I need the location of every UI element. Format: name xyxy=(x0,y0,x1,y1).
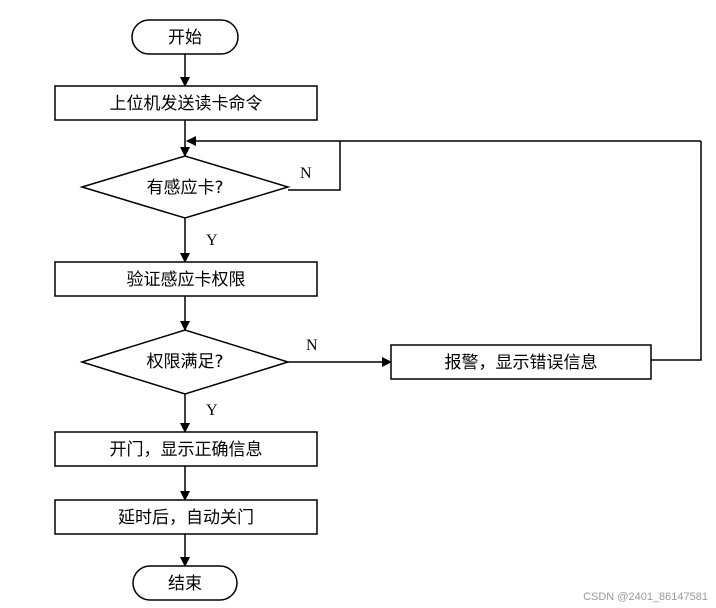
edge-has-card-no-loop xyxy=(288,141,341,191)
has-card-no-label: N xyxy=(300,165,312,182)
alarm-node: 报警，显示错误信息 xyxy=(390,344,652,380)
has-card-label: 有感应卡? xyxy=(146,178,223,198)
has-card-yes-label: Y xyxy=(206,232,218,249)
alarm-label: 报警，显示错误信息 xyxy=(445,353,598,373)
permission-label: 权限满足? xyxy=(146,352,223,372)
delay-close-node: 延时后，自动关门 xyxy=(54,499,318,535)
send-command-node: 上位机发送读卡命令 xyxy=(54,85,318,121)
verify-label: 验证感应卡权限 xyxy=(127,270,246,290)
watermark: CSDN @2401_86147581 xyxy=(583,591,708,603)
verify-node: 验证感应卡权限 xyxy=(54,261,318,297)
edge-alarm-loop xyxy=(651,141,702,361)
end-label: 结束 xyxy=(168,574,202,594)
permission-no-label: N xyxy=(306,337,318,354)
permission-yes-label: Y xyxy=(206,402,218,419)
open-door-node: 开门，显示正确信息 xyxy=(54,431,318,467)
send-command-label: 上位机发送读卡命令 xyxy=(110,94,263,114)
delay-close-label: 延时后，自动关门 xyxy=(118,508,254,528)
open-door-label: 开门，显示正确信息 xyxy=(110,440,263,460)
start-label: 开始 xyxy=(168,28,202,48)
permission-decision: 权限满足? xyxy=(79,329,291,395)
has-card-decision: 有感应卡? xyxy=(79,155,291,219)
end-node: 结束 xyxy=(132,565,238,601)
start-node: 开始 xyxy=(131,19,239,55)
